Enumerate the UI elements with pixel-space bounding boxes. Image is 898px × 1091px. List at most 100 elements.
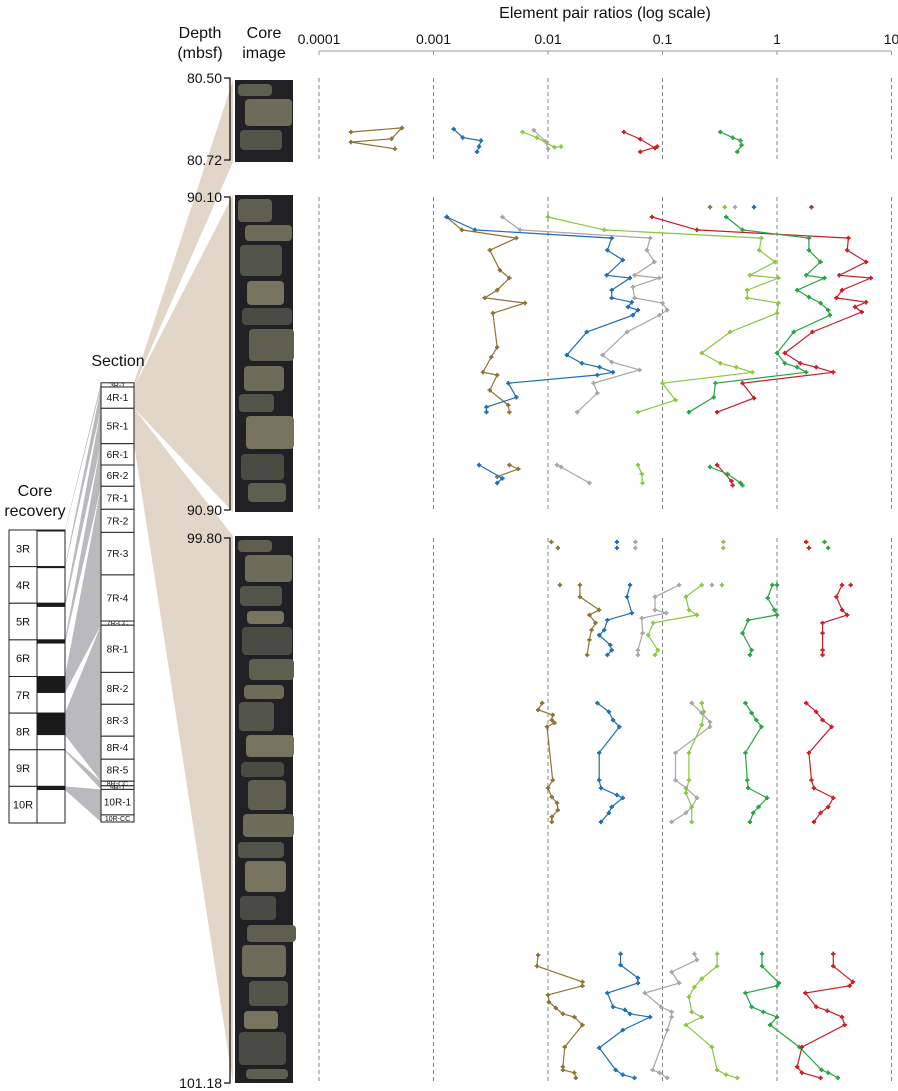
- data-point: [689, 1009, 694, 1015]
- rock-fragment: [240, 586, 282, 606]
- data-point: [714, 1067, 720, 1073]
- recovery-cell: [36, 749, 66, 787]
- data-point: [749, 647, 754, 653]
- data-point: [572, 1070, 577, 1075]
- rock-fragment: [238, 842, 284, 858]
- data-point: [699, 1014, 704, 1020]
- data-point: [735, 1075, 740, 1081]
- data-point: [751, 395, 757, 401]
- data-point: [545, 992, 551, 998]
- data-point: [831, 370, 836, 375]
- data-point: [609, 804, 614, 810]
- data-point: [660, 300, 665, 306]
- data-point: [669, 819, 674, 825]
- section-label: 4R-1: [107, 393, 129, 404]
- data-point: [852, 304, 858, 310]
- data-point: [721, 539, 726, 545]
- data-point: [757, 248, 762, 253]
- data-point: [776, 300, 781, 306]
- data-point: [799, 1044, 805, 1050]
- data-point: [494, 480, 500, 486]
- data-point: [826, 545, 831, 551]
- data-point: [522, 300, 528, 306]
- data-point: [572, 1014, 577, 1020]
- data-point: [740, 381, 745, 386]
- section-cell: [100, 814, 135, 823]
- core-label: 10R: [13, 800, 33, 812]
- recovery-cell: [36, 602, 66, 641]
- depth-bracket: [224, 537, 231, 1084]
- data-point: [550, 777, 555, 783]
- data-point: [806, 750, 812, 756]
- data-point: [754, 717, 759, 723]
- data-point: [694, 612, 700, 618]
- data-point: [639, 471, 645, 477]
- data-point: [560, 1067, 566, 1073]
- rock-fragment: [241, 454, 284, 480]
- series-line: [685, 702, 705, 822]
- data-point: [610, 1004, 616, 1009]
- rock-fragment: [242, 308, 292, 325]
- data-point: [598, 819, 604, 825]
- data-point: [605, 652, 610, 658]
- series-line: [446, 216, 640, 413]
- data-point: [605, 990, 610, 996]
- data-point: [597, 364, 602, 370]
- data-point: [723, 1072, 729, 1077]
- data-point: [595, 700, 600, 706]
- depth-bottom-label: 101.18: [179, 1075, 222, 1091]
- data-point: [540, 700, 545, 706]
- data-point: [714, 963, 720, 969]
- data-point: [745, 295, 750, 301]
- data-point: [609, 295, 614, 301]
- rock-fragment: [238, 84, 272, 96]
- recovery-cell: [36, 566, 66, 604]
- section-column: 3R-14R-15R-16R-16R-27R-17R-27R-37R-47R-C…: [100, 382, 135, 823]
- data-point: [627, 582, 633, 588]
- data-point: [839, 287, 845, 293]
- data-point: [606, 709, 612, 714]
- data-point: [658, 1004, 664, 1009]
- data-point: [595, 390, 600, 396]
- data-point: [810, 329, 815, 335]
- section-label: 7R-CC: [107, 621, 128, 628]
- data-point: [546, 999, 552, 1005]
- data-point: [506, 402, 511, 408]
- data-point: [605, 248, 610, 253]
- data-point: [649, 214, 655, 220]
- data-point: [500, 214, 505, 220]
- data-point: [507, 409, 512, 415]
- data-point: [507, 275, 512, 281]
- data-point: [665, 1075, 670, 1081]
- data-point: [714, 951, 720, 957]
- data-point: [820, 717, 825, 723]
- depth-bottom-label: 80.72: [187, 152, 222, 168]
- data-point: [580, 983, 585, 989]
- section-label: 5R-1: [107, 422, 129, 433]
- data-point: [701, 709, 707, 714]
- data-point: [822, 275, 827, 281]
- series-line: [796, 953, 854, 1079]
- data-point: [673, 750, 678, 756]
- rock-fragment: [247, 281, 284, 305]
- data-point: [692, 984, 697, 990]
- data-point: [487, 388, 492, 393]
- data-point: [745, 287, 750, 293]
- data-point: [609, 287, 614, 293]
- data-point: [826, 804, 831, 810]
- section-label: 8R-2: [107, 684, 129, 695]
- data-point: [689, 819, 694, 825]
- data-point: [348, 139, 354, 145]
- rock-fragment: [248, 483, 286, 502]
- rock-fragment: [245, 99, 292, 126]
- data-point: [579, 361, 585, 366]
- x-tick-label: 10: [884, 31, 898, 47]
- data-point: [818, 300, 823, 306]
- series-line: [496, 464, 520, 478]
- data-point: [484, 404, 489, 410]
- section-label: 10R-1: [104, 798, 132, 809]
- recovery-section-connectors: [65, 382, 101, 822]
- series-line: [350, 127, 404, 150]
- data-point: [621, 129, 627, 135]
- section-label: 8R-5: [107, 766, 129, 777]
